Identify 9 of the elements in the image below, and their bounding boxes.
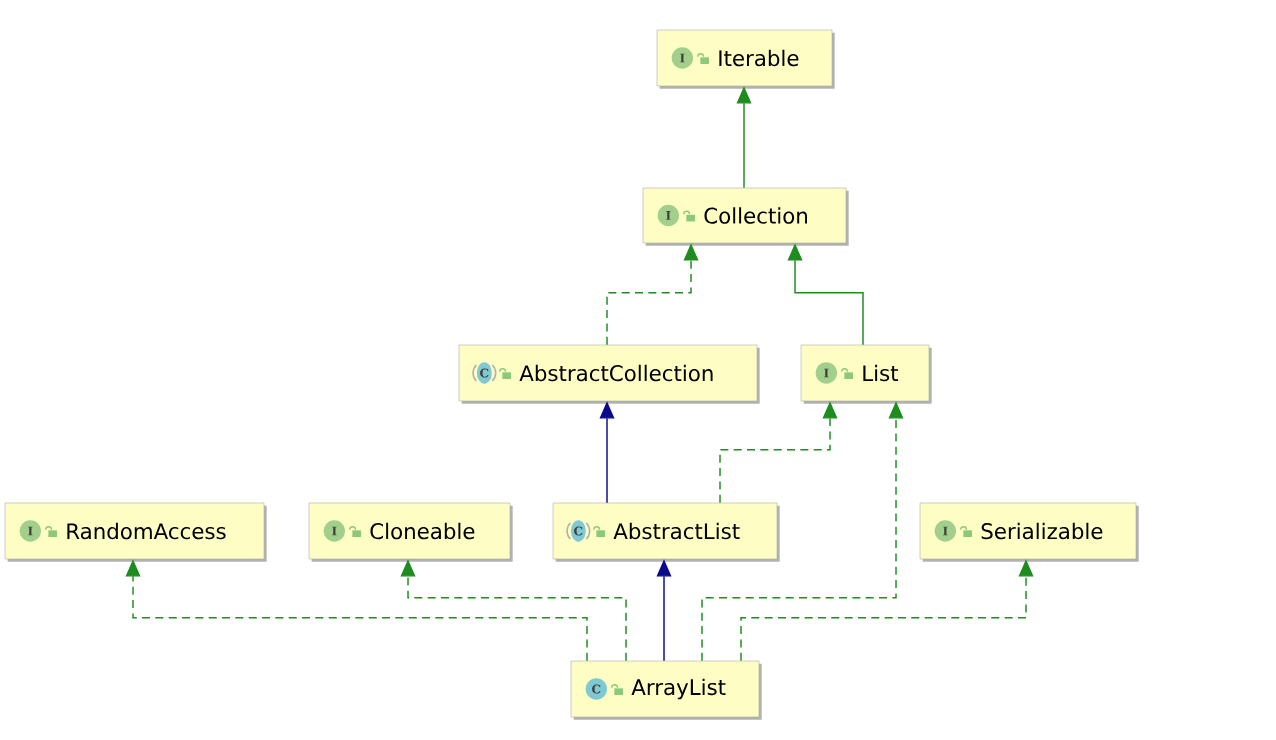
class-box: I List — [800, 344, 932, 404]
class-box: I Iterable — [656, 29, 835, 89]
class-box: I Serializable — [919, 502, 1139, 562]
class-box: I Cloneable — [308, 502, 513, 562]
class-box: I Collection — [642, 187, 849, 246]
class-box: C ArrayList — [570, 660, 762, 720]
class-box: C AbstractList — [552, 502, 780, 562]
class-box: C AbstractCollection — [458, 344, 760, 404]
class-box: I RandomAccess — [4, 502, 267, 562]
